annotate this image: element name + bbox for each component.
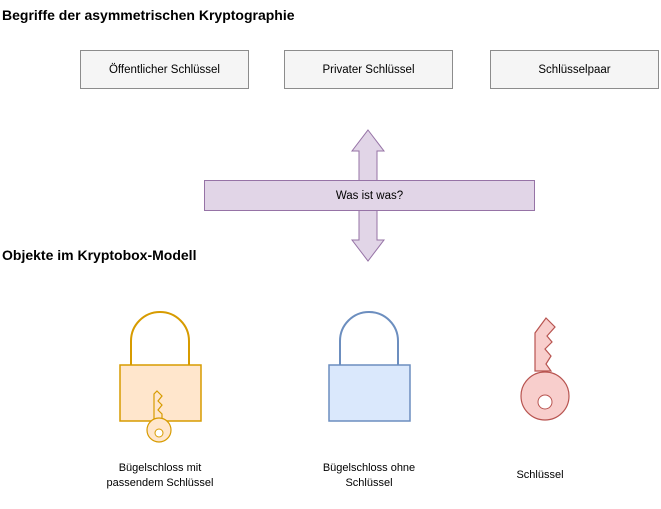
caption-padlock-with-key: Bügelschloss mit passendem Schlüssel (106, 462, 214, 489)
section-title-terms: Begriffe der asymmetrischen Kryptographi… (2, 7, 295, 23)
caption-padlock: Bügelschloss ohne Schlüssel (322, 462, 416, 489)
caption-key: Schlüssel (516, 469, 564, 481)
section-title-objects: Objekte im Kryptobox-Modell (2, 247, 197, 263)
term-key-pair[interactable]: Schlüsselpaar (490, 50, 659, 89)
question-box[interactable]: Was ist was? (204, 180, 535, 211)
term-private-key[interactable]: Privater Schlüssel (284, 50, 453, 89)
term-public-key[interactable]: Öffentlicher Schlüssel (80, 50, 249, 89)
